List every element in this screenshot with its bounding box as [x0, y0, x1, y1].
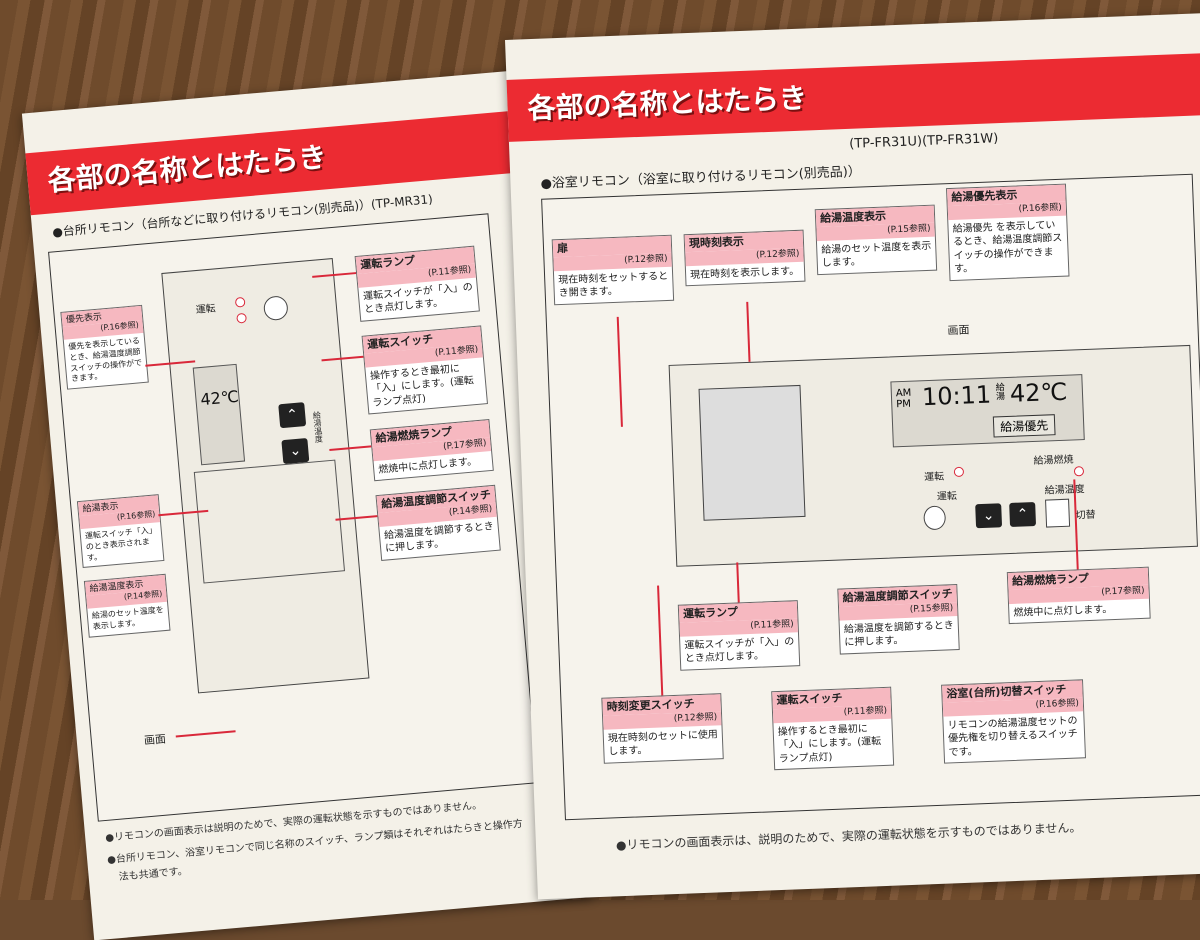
callout-body: 運転スイッチが「入」のとき点灯します。 — [684, 636, 795, 666]
right-title-band: 各部の名称とはたらき — [506, 53, 1200, 142]
panel-unten2-label: 運転 — [936, 490, 958, 503]
panel-kyuto-nensho-label: 給湯燃焼 — [1033, 454, 1074, 468]
right-model-label: (TP-FR31U)(TP-FR31W) — [848, 131, 999, 152]
left-diagram-frame: 42℃ 運転 ⌃ ⌄ 給湯温度 画面 優先表示 (P.16参照) 優先を表示して… — [48, 213, 539, 822]
left-callout-kyuto-display: 給湯表示 (P.16参照) 運転スイッチ「入」のとき表示されます。 — [76, 494, 165, 569]
left-screen-leader — [175, 730, 236, 738]
callout-body: リモコンの給湯温度セットの優先権を切り替えるスイッチです。 — [947, 715, 1078, 759]
right-callout-unten-switch: 運転スイッチ (P.11参照) 操作するとき最初に「入」にします。(運転ランプ点… — [771, 686, 895, 771]
right-callout-unten-lamp: 運転ランプ (P.11参照) 運転スイッチが「入」のとき点灯します。 — [677, 600, 801, 671]
bath-remote-body: AM PM 10:11 給湯 42℃ 給湯優先 運転 給湯燃焼 運転 給湯温度 … — [668, 344, 1198, 567]
kitchen-unten-lamp — [234, 296, 246, 308]
right-diagram-frame: 扉 (P.12参照) 現在時刻をセットするとき開きます。 現時刻表示 (P.12… — [541, 173, 1200, 821]
kitchen-kyuto-lamp — [236, 312, 247, 324]
left-callout-unten-lamp: 運転ランプ (P.11参照) 運転スイッチが「入」のとき点灯します。 — [354, 245, 480, 322]
right-callout-temp-switch: 給湯温度調節スイッチ (P.15参照) 給湯温度を調節するときに押します。 — [837, 584, 960, 655]
kitchen-remote-cover — [193, 459, 346, 584]
callout-body: 給湯のセット温度を表示します。 — [821, 240, 932, 270]
callout-body: 運転スイッチ「入」のとき表示されます。 — [84, 525, 158, 563]
left-page: 各部の名称とはたらき ●台所リモコン（台所などに取り付けるリモコン(別売品)）(… — [21, 70, 593, 940]
kyuto-indicator: 給湯 — [995, 383, 1006, 403]
callout-body: 給湯温度を調節するときに押します。 — [843, 620, 955, 649]
kitchen-remote-body: 42℃ 運転 ⌃ ⌄ 給湯温度 — [161, 258, 370, 694]
left-callout-yusen: 優先表示 (P.16参照) 優先を表示しているとき、給湯温度調節スイッチの操作が… — [60, 304, 149, 390]
right-screen-label: 画面 — [947, 323, 970, 338]
callout-body: 現在時刻を表示します。 — [689, 265, 800, 282]
callout-body: 燃焼中に点灯します。 — [1013, 604, 1113, 619]
ampm-indicator: AM PM — [895, 387, 912, 411]
left-note-3: 法も共通です。 — [118, 866, 189, 884]
callout-body: 給湯優先 を表示しているとき、給湯温度調節スイッチの操作ができます。 — [952, 219, 1063, 276]
bath-kyuto-lamp — [1073, 466, 1085, 477]
right-callout-time-switch: 時刻変更スイッチ (P.12参照) 現在時刻のセットに使用します。 — [601, 693, 724, 764]
left-callout-kyuto-temp: 給湯温度表示 (P.14参照) 給湯のセット温度を表示します。 — [83, 573, 171, 638]
callout-body: 操作するとき最初に「入」にします。(運転ランプ点灯) — [369, 363, 475, 410]
priority-indicator: 給湯優先 — [992, 414, 1056, 438]
right-callout-kyuto-temp: 給湯温度表示 (P.15参照) 給湯のセット温度を表示します。 — [814, 204, 938, 276]
leader-line — [736, 562, 740, 603]
leader-line — [657, 585, 664, 696]
kitchen-remote-screen: 42℃ — [192, 363, 246, 466]
right-callout-priority: 給湯優先表示 (P.16参照) 給湯優先 を表示しているとき、給湯温度調節スイッ… — [946, 183, 1070, 282]
bath-unten-lamp — [953, 466, 965, 478]
panel-kyuto-ondo-label: 給湯温度 — [1044, 484, 1085, 497]
left-callout-unten-switch: 運転スイッチ (P.11参照) 操作するとき最初に「入」にします。(運転ランプ点… — [361, 325, 489, 416]
bath-temp-readout: 42℃ — [1009, 377, 1068, 408]
right-note: ●リモコンの画面表示は、説明のためで、実際の運転状態を示すものではありません。 — [615, 820, 1082, 853]
bath-power-switch[interactable] — [923, 505, 947, 531]
kitchen-temp-down-button[interactable]: ⌄ — [281, 437, 310, 465]
left-title-band: 各部の名称とはたらき — [25, 109, 529, 216]
right-page: 各部の名称とはたらき (TP-FR31U)(TP-FR31W) ●浴室リモコン（… — [505, 13, 1200, 900]
right-callout-door: 扉 (P.12参照) 現在時刻をセットするとき開きます。 — [551, 234, 675, 306]
kitchen-temp-up-button[interactable]: ⌃ — [278, 402, 307, 429]
panel-kirikae-label: 切替 — [1075, 509, 1096, 522]
left-callout-kyuto-lamp: 給湯燃焼ランプ (P.17参照) 燃焼中に点灯します。 — [369, 419, 494, 482]
leader-line — [746, 301, 751, 362]
bath-temp-up-button[interactable]: ⌃ — [1009, 501, 1037, 527]
bath-temp-down-button[interactable]: ⌄ — [975, 503, 1003, 529]
kitchen-unten-label: 運転 — [195, 303, 217, 317]
bath-remote-screen: AM PM 10:11 給湯 42℃ 給湯優先 — [890, 374, 1085, 448]
bath-remote-door[interactable] — [698, 384, 806, 521]
callout-body: 操作するとき最初に「入」にします。(運転ランプ点灯) — [777, 723, 882, 765]
callout-body: 給湯のセット温度を表示します。 — [91, 605, 165, 632]
right-callout-clock: 現時刻表示 (P.12参照) 現在時刻を表示します。 — [683, 229, 806, 287]
leader-line — [616, 316, 623, 427]
panel-unten-label: 運転 — [923, 471, 945, 484]
callout-body: 現在時刻をセットするとき開きます。 — [558, 270, 669, 300]
kitchen-kyuto-ondo-label: 給湯温度 — [311, 410, 324, 444]
left-page-title: 各部の名称とはたらき — [46, 140, 328, 198]
right-subtitle: ●浴室リモコン（浴室に取り付けるリモコン(別売品)） — [540, 164, 862, 192]
callout-body: 優先を表示しているとき、給湯温度調節スイッチの操作ができます。 — [68, 336, 143, 384]
right-callout-kirikae: 浴室(台所)切替スイッチ (P.16参照) リモコンの給湯温度セットの優先権を切… — [941, 679, 1087, 765]
kitchen-temp-readout: 42℃ — [199, 386, 240, 410]
left-screen-label: 画面 — [143, 732, 167, 748]
right-callout-kyuto-lamp: 給湯燃焼ランプ (P.17参照) 燃焼中に点灯します。 — [1006, 566, 1151, 625]
kitchen-power-switch[interactable] — [262, 295, 289, 322]
clock-readout: 10:11 — [921, 380, 992, 412]
callout-body: 現在時刻のセットに使用します。 — [607, 729, 719, 759]
right-page-title: 各部の名称とはたらき — [527, 81, 808, 126]
left-callout-temp-switch: 給湯温度調節スイッチ (P.14参照) 給湯温度を調節するときに押します。 — [375, 484, 501, 561]
bath-kirikae-switch[interactable] — [1045, 498, 1071, 528]
